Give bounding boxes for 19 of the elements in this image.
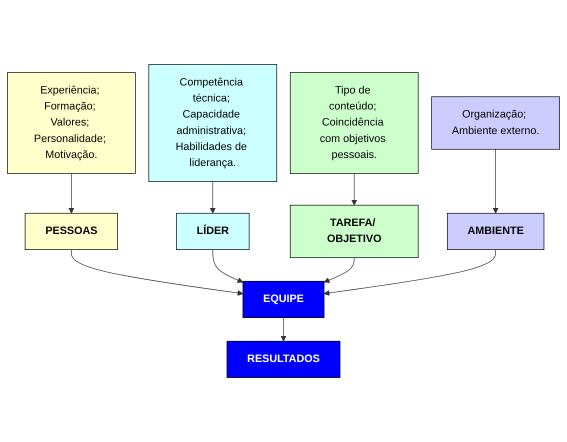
node-box: LÍDER — [176, 212, 250, 250]
arrow — [324, 249, 496, 296]
arrow — [68, 173, 74, 214]
node-box: RESULTADOS — [226, 340, 340, 378]
node-box: Tipo de conteúdo; Coincidência com objetivos pessoais. — [290, 72, 419, 174]
node-box: TAREFA/ OBJETIVO — [290, 204, 419, 258]
node-box: EQUIPE — [242, 280, 324, 318]
node-box: Organização; Ambiente externo. — [431, 96, 560, 150]
arrow — [492, 148, 499, 214]
arrow — [324, 257, 355, 283]
arrow — [210, 181, 216, 214]
arrow — [212, 249, 244, 283]
arrow — [351, 173, 358, 206]
arrow — [280, 317, 286, 342]
node-box: PESSOAS — [24, 212, 118, 250]
arrow — [71, 249, 244, 296]
node-box: AMBIENTE — [446, 212, 544, 250]
node-box: Experiência; Formação; Valores; Personalidade; Motivação. — [7, 72, 136, 174]
node-box: Competência técnica; Capacidade administrativa; Habilidades de liderança. — [148, 64, 278, 182]
